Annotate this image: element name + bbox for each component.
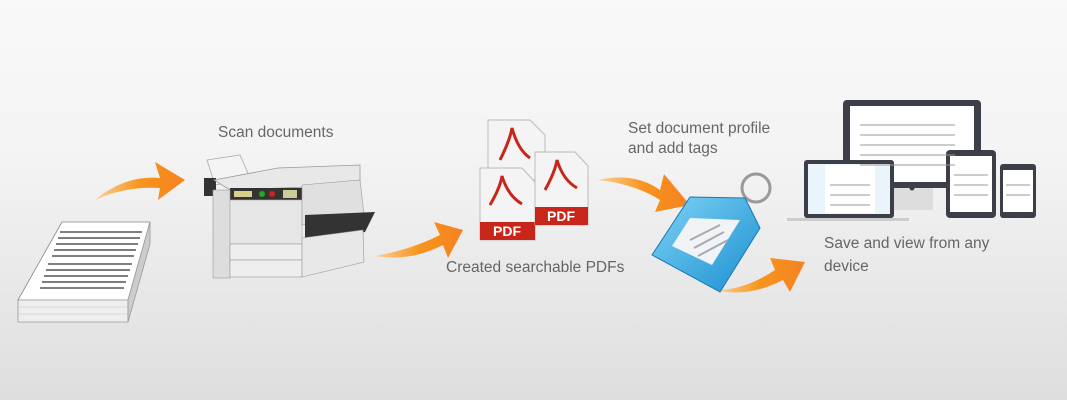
- arrow-icon: [716, 258, 805, 293]
- arrow-icon: [598, 174, 690, 212]
- pdf-badge-text: PDF: [547, 208, 575, 224]
- tag-icon: [651, 172, 772, 293]
- set-profile-label-line2: and add tags: [628, 140, 718, 157]
- pdf-file-icon: PDF: [479, 167, 536, 241]
- scanner-icon: [204, 154, 375, 279]
- pdf-file-icon: PDF: [534, 151, 589, 226]
- pdf-badge-text: PDF: [493, 223, 521, 239]
- scan-documents-label: Scan documents: [218, 124, 334, 141]
- devices-icon: [787, 100, 1036, 221]
- arrow-icon: [95, 162, 185, 200]
- save-view-label-line1: Save and view from any: [824, 235, 990, 252]
- arrow-icon: [375, 222, 463, 258]
- paper-stack-icon: [17, 221, 151, 323]
- save-view-label-line2: device: [824, 258, 869, 275]
- created-pdfs-label: Created searchable PDFs: [446, 259, 625, 276]
- set-profile-label-line1: Set document profile: [628, 120, 771, 137]
